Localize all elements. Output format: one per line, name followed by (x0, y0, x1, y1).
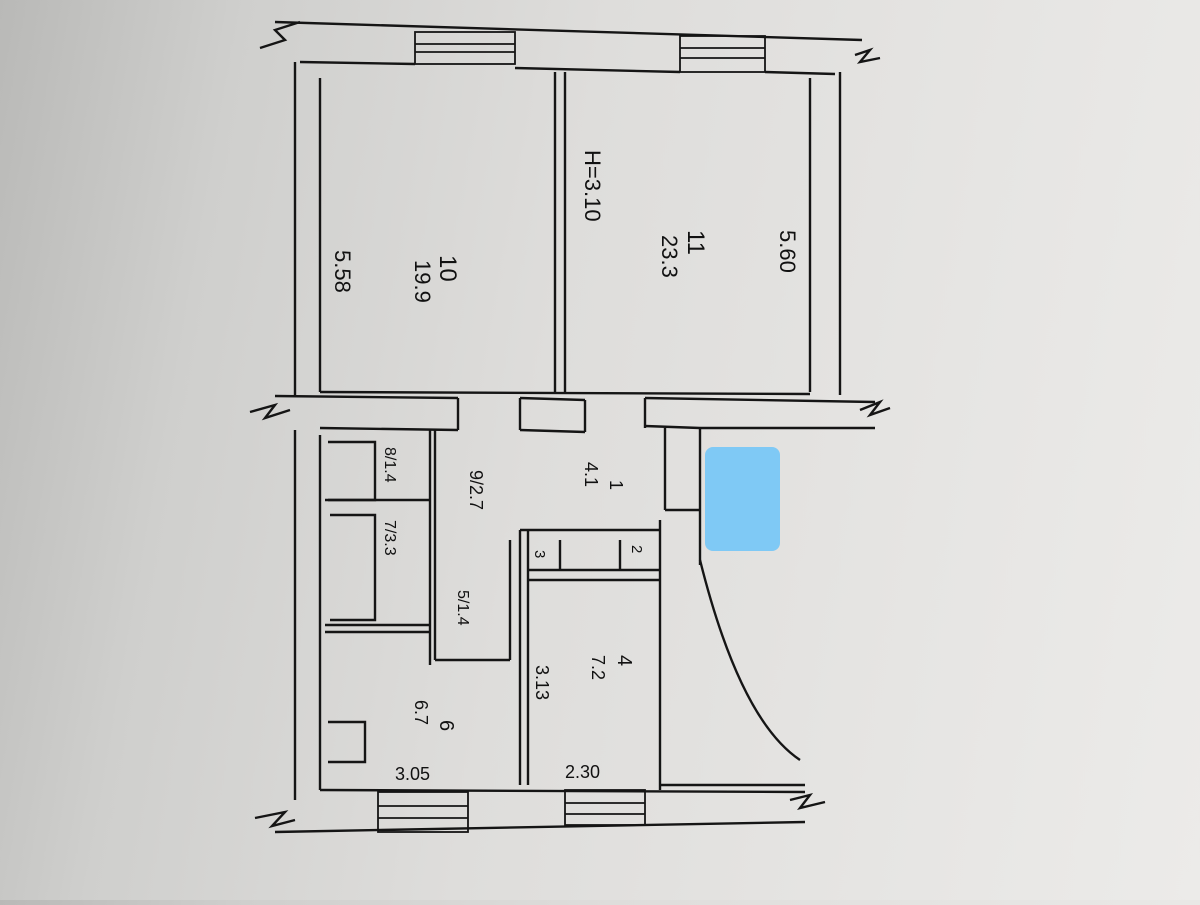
room-10-dim: 5.58 (330, 250, 355, 293)
room-6-area: 6.7 (411, 700, 431, 725)
window-top-left (414, 31, 516, 65)
room-11-area: 23.3 (657, 235, 682, 278)
room-1-number: 1 (606, 480, 626, 490)
top-wall-outer (274, 20, 863, 42)
window-top-right (679, 35, 766, 73)
room-6-number: 6 (435, 720, 457, 731)
room-4-dim: 3.13 (532, 665, 552, 700)
window-bottom-right (564, 789, 646, 826)
windows (377, 31, 766, 833)
room-1-area: 4.1 (581, 462, 601, 487)
room-11-number: 11 (682, 230, 709, 255)
room-4-number: 4 (613, 655, 635, 666)
room-4-area: 7.2 (588, 655, 608, 680)
room-11-dim: 5.60 (775, 230, 800, 273)
room-5-label: 5/1.4 (454, 590, 471, 626)
wall-lines (249, 20, 891, 834)
bottom-wall-inner (319, 788, 806, 794)
room-10-number: 10 (434, 255, 461, 282)
room-10-area: 19.9 (410, 260, 435, 303)
ceiling-height-label: H=3.10 (580, 150, 605, 222)
window-bottom-left (377, 791, 469, 833)
middle-wall-top (319, 390, 811, 396)
room-8-label: 8/1.4 (381, 447, 398, 483)
room-6-dim: 3.05 (395, 764, 430, 784)
room-3-number: 3 (531, 550, 548, 558)
room-9-label: 9/2.7 (466, 470, 486, 510)
room-2-number: 2 (628, 545, 645, 553)
bottom-wall-outer (274, 820, 806, 834)
top-wall-inner-a (299, 60, 416, 66)
room-7-label: 7/3.3 (381, 520, 398, 556)
room-4-dim2: 2.30 (565, 762, 600, 782)
highlight-patch (705, 447, 780, 551)
